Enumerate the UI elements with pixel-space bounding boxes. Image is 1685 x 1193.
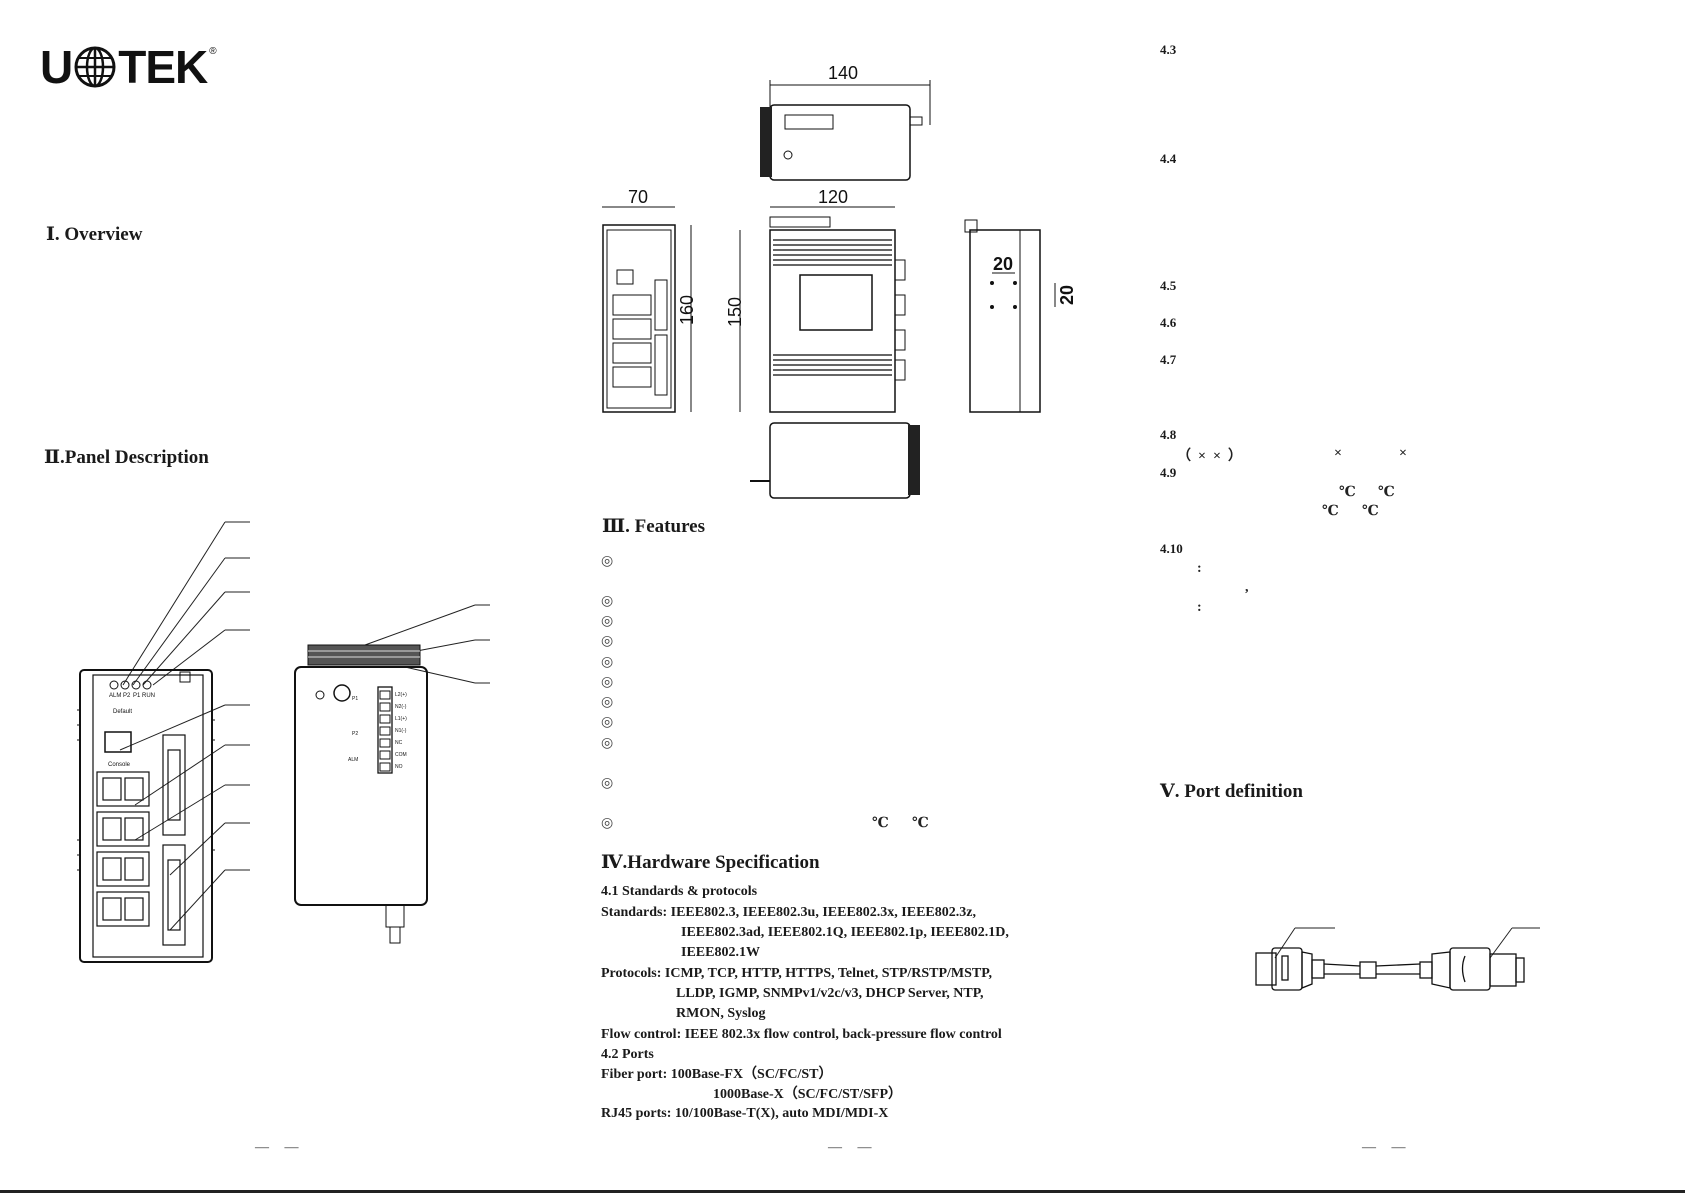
- spec-num-4-9: 4.9: [1160, 465, 1177, 480]
- front-panel-diagram: ALM P2 P1 RUN Default Console: [77, 521, 250, 963]
- page-number-mark-1: — —: [255, 1140, 305, 1155]
- colon-glyph-1: :: [1197, 561, 1202, 576]
- feature-bullet-7: ◎: [601, 695, 614, 710]
- feature-bullet-1: ◎: [601, 554, 614, 569]
- terminal-label-l1: L1(+): [395, 716, 407, 722]
- spec-rj45-ports: RJ45 ports: 10/100Base-T(X), auto MDI/MD…: [601, 1106, 889, 1121]
- dim-side-depth: 70: [628, 187, 648, 207]
- utek-logo: U TEK ®: [40, 40, 217, 94]
- spec-protocols-line-2: LLDP, IGMP, SNMPv1/v2c/v3, DHCP Server, …: [676, 986, 984, 1001]
- dim-mount-h: 20: [993, 254, 1013, 274]
- terminal-side-p2: P2: [352, 731, 358, 737]
- spec-fiber-line-1: Fiber port: 100Base-FX（SC/FC/ST）: [601, 1067, 833, 1082]
- terminal-side-p1: P1: [352, 696, 358, 702]
- comma-glyph: ,: [1245, 580, 1249, 595]
- spec-flow-control: Flow control: IEEE 802.3x flow control, …: [601, 1027, 1002, 1042]
- spec-num-4-7: 4.7: [1160, 352, 1177, 367]
- weight-times-2: ×: [1399, 446, 1407, 461]
- spec-4-2-heading: 4.2 Ports: [601, 1047, 654, 1062]
- spec-num-4-4: 4.4: [1160, 151, 1177, 166]
- section-overview-title: Ⅰ. Overview: [46, 224, 143, 245]
- spec-standards-line-2: IEEE802.3ad, IEEE802.1Q, IEEE802.1p, IEE…: [681, 925, 1009, 940]
- dim-side-height: 160: [677, 295, 697, 325]
- celsius-glyph-1: ℃: [1339, 485, 1356, 500]
- terminal-label-n2: N2(-): [395, 704, 407, 710]
- spec-num-4-5: 4.5: [1160, 278, 1177, 293]
- celsius-glyph-4: ℃: [1362, 504, 1379, 519]
- spec-fiber-line-2: 1000Base-X（SC/FC/ST/SFP）: [713, 1087, 903, 1102]
- spec-standards-line-3: IEEE802.1W: [681, 945, 760, 960]
- spec-protocols-line-3: RMON, Syslog: [676, 1006, 766, 1021]
- default-button-label: Default: [113, 709, 132, 715]
- feature-bullet-10: ◎: [601, 776, 614, 791]
- logo-letters-tek: TEK: [118, 41, 208, 93]
- section-panel-title: Ⅱ.Panel Description: [44, 447, 209, 468]
- dim-front-width: 120: [818, 187, 848, 207]
- registered-mark: ®: [209, 45, 216, 57]
- rj45-cable-diagram: [1255, 927, 1540, 991]
- feature-bullet-5: ◎: [601, 655, 614, 670]
- spec-num-4-3: 4.3: [1160, 42, 1177, 57]
- spec-standards-line-1: Standards: IEEE802.3, IEEE802.3u, IEEE80…: [601, 905, 976, 920]
- terminal-label-nc: NC: [395, 740, 403, 746]
- spec-num-4-8: 4.8: [1160, 427, 1177, 442]
- terminal-label-l2: L2(+): [395, 692, 407, 698]
- section-port-definition-title: Ⅴ. Port definition: [1160, 781, 1303, 802]
- terminal-side-alm: ALM: [348, 757, 358, 763]
- led-label-alm: ALM: [109, 693, 121, 699]
- page-number-mark-2: — —: [828, 1140, 878, 1155]
- globe-icon: [74, 46, 116, 88]
- terminal-label-com: COM: [395, 752, 407, 758]
- terminal-label-no: NO: [395, 764, 403, 770]
- feature-bullet-8: ◎: [601, 715, 614, 730]
- feature-bullet-9: ◎: [601, 736, 614, 751]
- page-number-mark-3: — —: [1362, 1140, 1412, 1155]
- feature-temp-unit-2: ℃: [912, 816, 929, 831]
- colon-glyph-2: :: [1197, 600, 1202, 615]
- dim-mount-v: 20: [1057, 285, 1077, 305]
- led-label-p2: P2: [123, 693, 131, 699]
- logo-letter-u: U: [40, 41, 73, 93]
- console-port-label: Console: [108, 762, 131, 768]
- bottom-rule: [0, 1190, 1685, 1193]
- celsius-glyph-2: ℃: [1378, 485, 1395, 500]
- feature-bullet-11: ◎: [601, 816, 614, 831]
- spec-4-1-heading: 4.1 Standards & protocols: [601, 884, 758, 899]
- feature-bullet-2: ◎: [601, 594, 614, 609]
- spec-num-4-6: 4.6: [1160, 315, 1177, 330]
- spec-protocols-line-1: Protocols: ICMP, TCP, HTTP, HTTPS, Telne…: [601, 966, 993, 981]
- feature-temp-unit-1: ℃: [872, 816, 889, 831]
- weight-times-1: ×: [1334, 446, 1342, 461]
- terminal-label-n1: N1(-): [395, 728, 407, 734]
- feature-bullet-6: ◎: [601, 675, 614, 690]
- spec-num-4-10: 4.10: [1160, 541, 1183, 556]
- feature-bullet-3: ◎: [601, 614, 614, 629]
- feature-bullet-4: ◎: [601, 634, 614, 649]
- terminal-side-diagram: L2(+) N2(-) L1(+) N1(-) NC COM NO P1 P2 …: [294, 604, 490, 944]
- section-features-title: Ⅲ. Features: [602, 516, 705, 537]
- dimension-drawing: 140 70 160 120 150 20 20: [602, 63, 1077, 499]
- led-label-run: RUN: [142, 693, 155, 699]
- dim-front-height: 150: [725, 297, 745, 327]
- section-hardware-title: Ⅳ.Hardware Specification: [601, 852, 820, 873]
- led-label-p1: P1: [133, 693, 141, 699]
- dim-top-width: 140: [828, 63, 858, 83]
- celsius-glyph-3: ℃: [1322, 504, 1339, 519]
- dimensions-paren-glyphs: （ × × ）: [1177, 449, 1242, 464]
